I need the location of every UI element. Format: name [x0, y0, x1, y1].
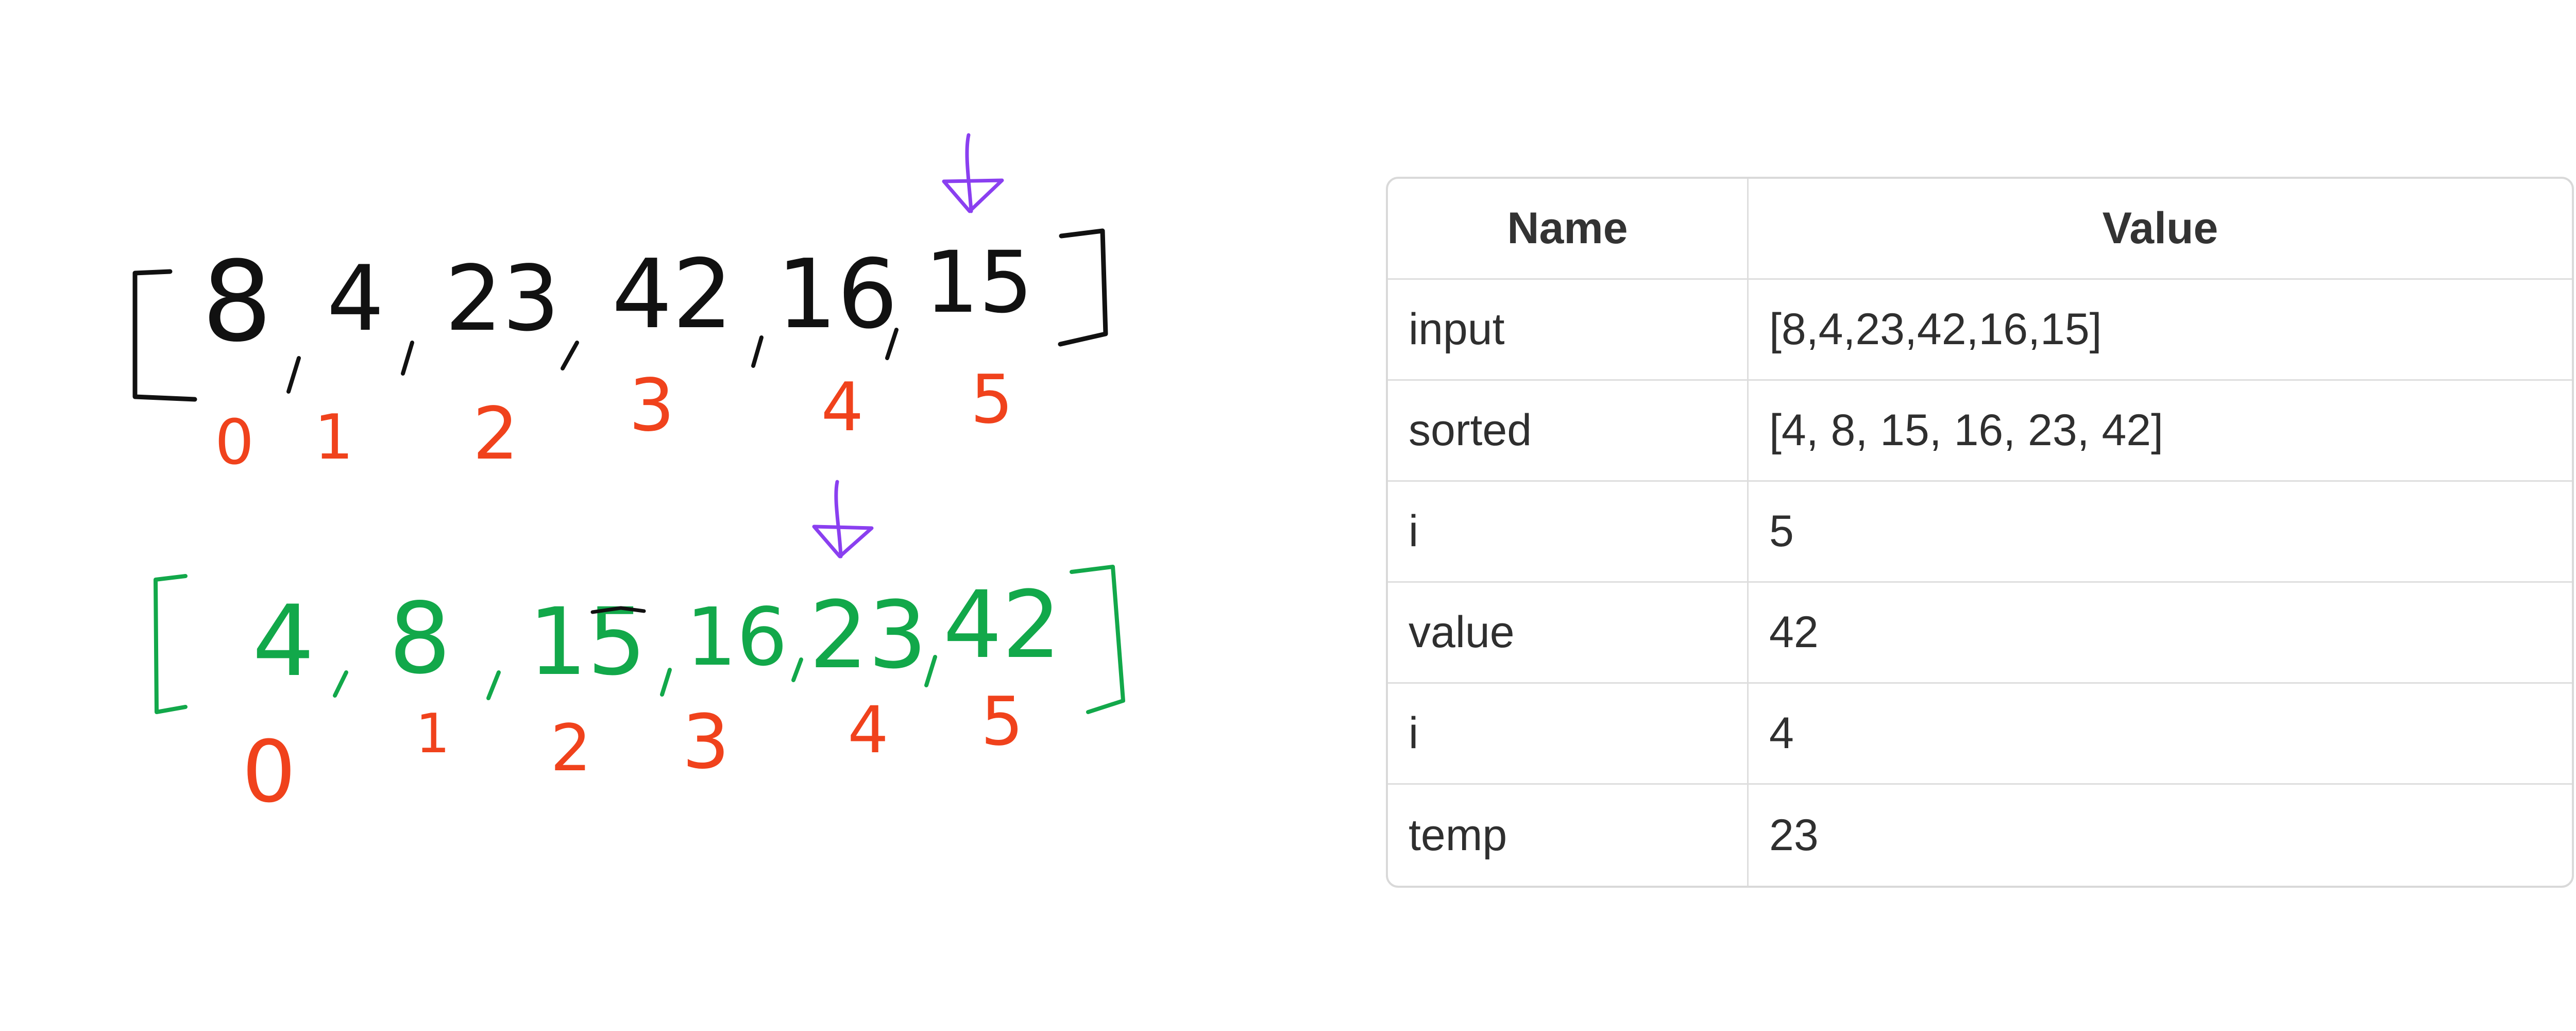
input-array: 8 4 23 42 16 15 — [132, 228, 1108, 402]
variable-value: [8,4,23,42,16,15] — [1749, 280, 2572, 381]
input-pointer-arrow — [942, 133, 1004, 213]
input-comma — [751, 335, 764, 368]
variables-table: Name Value input [8,4,23,42,16,15] sorte… — [1386, 177, 2574, 888]
sorted-comma — [924, 655, 937, 687]
variable-value: 4 — [1749, 684, 2572, 785]
variable-name: value — [1388, 583, 1749, 684]
sorted-element-1: 8 — [389, 582, 451, 696]
input-element-3: 42 — [612, 239, 733, 350]
table-row: temp 23 — [1388, 785, 2572, 886]
input-index-4: 4 — [821, 368, 864, 446]
input-element-4: 16 — [776, 239, 897, 350]
sorted-pointer-arrow — [812, 480, 874, 559]
sorted-index-2: 2 — [550, 711, 591, 786]
table-row: i 5 — [1388, 482, 2572, 583]
table-row: input [8,4,23,42,16,15] — [1388, 280, 2572, 381]
variable-name: input — [1388, 280, 1749, 381]
table-row: sorted [4, 8, 15, 16, 23, 42] — [1388, 381, 2572, 482]
variable-value: [4, 8, 15, 16, 23, 42] — [1749, 381, 2572, 482]
input-index-5: 5 — [971, 360, 1013, 438]
input-element-5: 15 — [925, 233, 1033, 332]
variable-name: temp — [1388, 785, 1749, 886]
input-indices: 0 1 2 3 4 5 — [215, 360, 1013, 479]
sorted-index-3: 3 — [682, 699, 730, 786]
variable-name: sorted — [1388, 381, 1749, 482]
table-row: i 4 — [1388, 684, 2572, 785]
variable-value: 42 — [1749, 583, 2572, 684]
whiteboard-sketch: 8 4 23 42 16 15 0 1 2 3 4 5 4 8 15 16 23… — [132, 133, 1125, 821]
input-comma — [401, 341, 414, 376]
input-index-0: 0 — [215, 407, 254, 479]
input-close-bracket — [1058, 228, 1108, 347]
sorted-index-1: 1 — [416, 702, 450, 765]
sorted-element-4: 23 — [809, 582, 927, 689]
column-header-name: Name — [1388, 179, 1749, 280]
column-header-value: Value — [1749, 179, 2572, 280]
sorted-element-2: 15 — [528, 588, 646, 696]
table-row: value 42 — [1388, 583, 2572, 684]
input-element-2: 23 — [445, 247, 560, 351]
sorted-index-5: 5 — [981, 682, 1024, 760]
variable-value: 23 — [1769, 810, 1819, 860]
input-index-2: 2 — [472, 392, 518, 476]
overwrite-mark — [590, 606, 646, 614]
variable-name: i — [1388, 482, 1749, 583]
input-element-1: 4 — [327, 247, 384, 351]
sorted-comma — [333, 670, 348, 698]
sorted-index-0: 0 — [242, 722, 296, 821]
input-comma — [885, 328, 899, 360]
sorted-array: 4 8 15 16 23 42 — [154, 565, 1125, 714]
input-comma — [561, 341, 579, 370]
input-open-bracket — [132, 269, 197, 402]
sorted-comma — [791, 657, 803, 682]
variable-value: 5 — [1749, 482, 2572, 583]
sorted-comma — [486, 670, 501, 700]
input-index-1: 1 — [314, 402, 353, 474]
table-header-row: Name Value — [1388, 179, 2572, 280]
sorted-element-0: 4 — [252, 584, 315, 698]
sorted-element-5: 42 — [943, 571, 1061, 679]
sorted-indices: 0 1 2 3 4 5 — [242, 682, 1024, 821]
input-comma — [286, 356, 301, 394]
input-index-3: 3 — [629, 364, 674, 448]
sorted-comma — [660, 668, 672, 697]
sorted-close-bracket — [1070, 565, 1125, 714]
sorted-index-4: 4 — [848, 693, 889, 768]
input-element-0: 8 — [202, 237, 273, 366]
sorted-element-3: 16 — [686, 590, 787, 684]
variable-name: i — [1388, 684, 1749, 785]
sorted-open-bracket — [154, 574, 188, 714]
